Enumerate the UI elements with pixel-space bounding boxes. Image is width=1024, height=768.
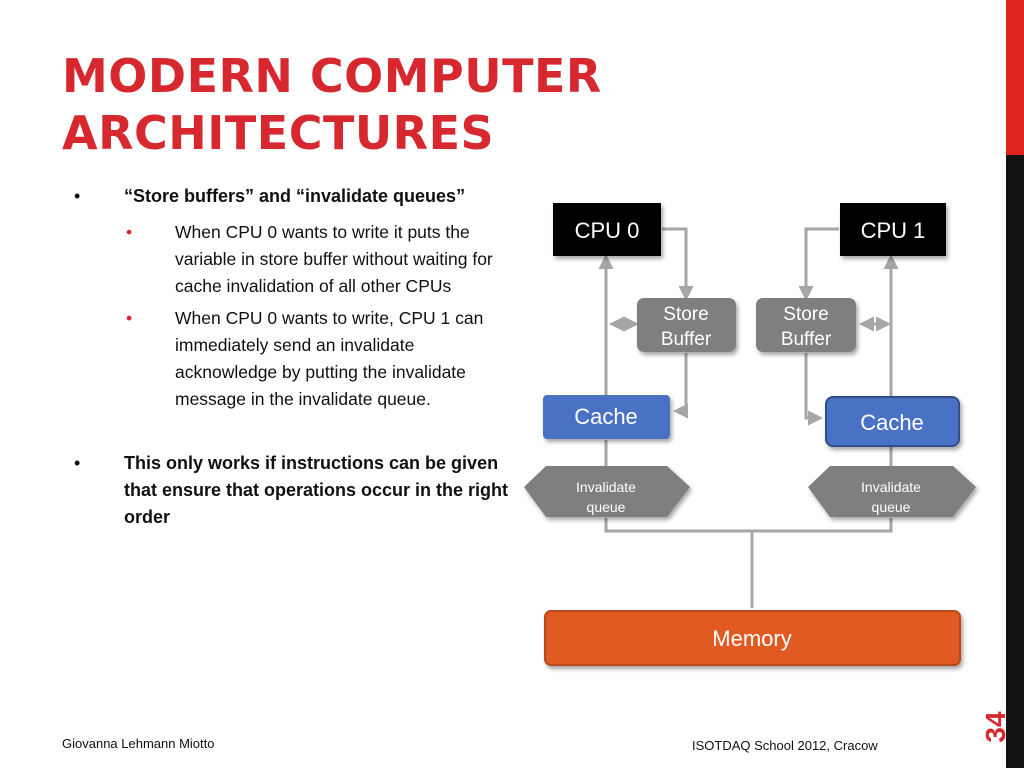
store-buffer-label-line2: Buffer — [781, 329, 832, 350]
invalidate-queue-label-line1: Invalidate — [576, 479, 636, 495]
cpu0-label: CPU 0 — [575, 218, 640, 243]
cpu0-box: CPU 0 — [553, 203, 661, 256]
cache-label: Cache — [574, 404, 638, 429]
memory-label: Memory — [712, 626, 791, 651]
invalidate-queue-label-line1: Invalidate — [861, 479, 921, 495]
memory-box: Memory — [544, 610, 961, 666]
bullet-dot: • — [74, 453, 81, 473]
bullet-text: “Store buffers” and “invalidate queues” — [124, 186, 466, 206]
cpu1-to-store-buffer-line — [798, 227, 839, 301]
sub-bullet-dot: • — [126, 308, 133, 328]
footer-author: Giovanna Lehmann Miotto — [62, 736, 215, 751]
cache-right: Cache — [825, 396, 960, 447]
store-buffer-label-line1: Store — [663, 304, 708, 325]
bus-line — [604, 518, 893, 533]
invalidate-queue-left: Invalidate queue — [524, 466, 690, 517]
connector-lines — [598, 227, 899, 608]
right-accent-bar-red — [1006, 0, 1024, 155]
cpu1-label: CPU 1 — [861, 218, 926, 243]
cpu1-box: CPU 1 — [840, 203, 946, 256]
page-number: 34 — [980, 711, 1011, 743]
bullet-ordering: • This only works if instructions can be… — [60, 450, 510, 531]
store-buffer-label-line2: Buffer — [661, 329, 712, 350]
title-line-2: ARCHITECTURES — [62, 106, 495, 160]
sub-bullet-text: When CPU 0 wants to write it puts the va… — [175, 222, 493, 296]
bullet-dot: • — [74, 186, 81, 206]
store-buffer-right: Store Buffer — [756, 298, 856, 352]
cpu0-to-store-buffer-line — [662, 227, 694, 301]
sub-bullet-invalidate-queue: • When CPU 0 wants to write, CPU 1 can i… — [60, 305, 510, 413]
bullet-store-buffers: • “Store buffers” and “invalidate queues… — [60, 183, 510, 210]
store-buffer-left: Store Buffer — [637, 298, 736, 352]
cache-left: Cache — [543, 395, 670, 439]
slide-title: MODERN COMPUTER ARCHITECTURES — [62, 48, 942, 162]
sub-bullet-dot: • — [126, 222, 133, 242]
invalidate-queue-right: Invalidate queue — [808, 466, 976, 517]
sub-bullet-store-buffer: • When CPU 0 wants to write it puts the … — [60, 219, 510, 300]
store-buffer-to-cache-left-line — [673, 353, 688, 419]
right-accent-bar-black — [1006, 155, 1024, 768]
bullet-list: • “Store buffers” and “invalidate queues… — [60, 183, 510, 531]
sub-bullet-text: When CPU 0 wants to write, CPU 1 can imm… — [175, 308, 484, 409]
bullet-text: This only works if instructions can be g… — [124, 453, 509, 527]
title-line-1: MODERN COMPUTER — [62, 49, 602, 103]
footer-event: ISOTDAQ School 2012, Cracow — [692, 738, 878, 753]
cache-label: Cache — [860, 410, 924, 435]
store-buffer-to-cache-right-line — [804, 353, 823, 426]
store-buffer-label-line1: Store — [783, 304, 828, 325]
invalidate-queue-label-line2: queue — [587, 499, 626, 515]
invalidate-queue-label-line2: queue — [872, 499, 911, 515]
